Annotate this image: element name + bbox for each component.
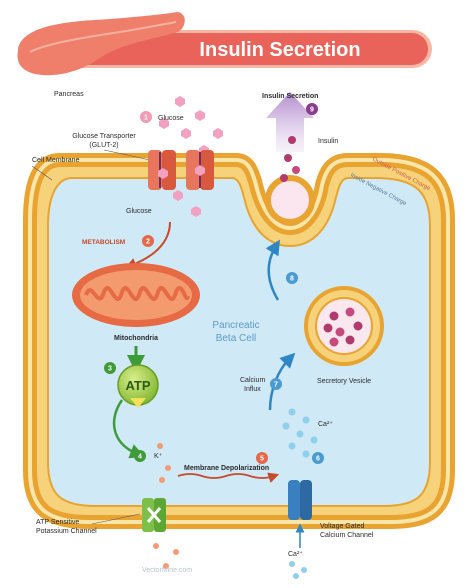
pancreatic-label-line2: Beta Cell xyxy=(216,333,257,344)
step-number-6: 6 xyxy=(316,456,320,463)
ca-bottom-label: Ca²⁺ xyxy=(288,551,303,558)
secretory-vesicle xyxy=(304,286,384,366)
mitochondria xyxy=(72,263,200,327)
glucose-label-top: Glucose xyxy=(158,115,184,122)
atp-to-channel-arrow xyxy=(112,399,145,459)
insulin-label: Insulin xyxy=(318,138,338,145)
step-number-7: 7 xyxy=(274,382,278,389)
voltage-gated-calcium-channel xyxy=(288,480,312,520)
atp-molecule: ATP xyxy=(117,364,159,408)
secretory-vesicle-label: Secretory Vesicle xyxy=(317,378,371,385)
calcium-influx-label-line1: Calcium xyxy=(240,377,265,384)
step-number-1: 1 xyxy=(144,115,148,122)
diagram-title: Insulin Secretion xyxy=(199,39,360,61)
insulin-secretion-arrow xyxy=(266,92,314,152)
atp-channel-label-line1: ATP Sensitive xyxy=(36,519,79,526)
glut2-transporter xyxy=(148,150,214,190)
atp-label: ATP xyxy=(125,378,150,393)
pancreas-label: Pancreas xyxy=(54,91,84,98)
watermark-text: VectorMine.com xyxy=(142,567,192,574)
step-number-4: 4 xyxy=(138,454,142,461)
pancreatic-label-line1: Pancreatic xyxy=(212,320,259,331)
metabolism-label: METABOLISM xyxy=(82,239,125,246)
glucose-inside-label: Glucose xyxy=(126,208,152,215)
step-number-9: 9 xyxy=(310,107,314,114)
step-number-3: 3 xyxy=(108,366,112,373)
membrane-depolarization-label: Membrane Depolarization xyxy=(184,465,269,472)
mitochondria-label: Mitochondria xyxy=(114,335,158,342)
k-plus-label: K⁺ xyxy=(154,453,163,460)
step-badge-8: 8 xyxy=(286,272,298,284)
atp-channel-label-line2: Potassium Channel xyxy=(36,528,97,535)
pancreas-illustration xyxy=(17,12,185,76)
depolarization-wave-arrow xyxy=(177,472,280,483)
step-badge-5: 5 xyxy=(256,452,268,464)
step-number-8: 8 xyxy=(290,276,294,283)
ca-top-label: Ca²⁺ xyxy=(318,421,333,428)
vg-calcium-label-line1: Voltage Gated xyxy=(320,523,364,530)
step-badge-7: 7 xyxy=(270,378,282,390)
step-badge-9: 9 xyxy=(306,103,318,115)
step-badge-4: 4 xyxy=(134,450,146,462)
glut2-label: (GLUT-2) xyxy=(89,142,118,149)
atp-sensitive-potassium-channel xyxy=(142,498,166,532)
insulin-granule xyxy=(288,136,296,144)
cell-membrane-label: Cell Membrane xyxy=(32,157,80,164)
calcium-ions-inside xyxy=(282,408,318,458)
glucose-transporter-label: Glucose Transporter xyxy=(72,133,136,140)
step-badge-3: 3 xyxy=(104,362,116,374)
step-badge-2: 2 xyxy=(142,235,154,247)
vg-calcium-label-line2: Calcium Channel xyxy=(320,532,374,539)
step-number-5: 5 xyxy=(260,456,264,463)
step-number-2: 2 xyxy=(146,239,150,246)
exocytosis-vesicle xyxy=(265,154,315,225)
potassium-ions xyxy=(153,443,179,569)
calcium-ions-outside xyxy=(289,561,307,579)
vesicle-transport-arrow xyxy=(265,239,280,301)
step-badge-6: 6 xyxy=(312,452,324,464)
step-badge-1: 1 xyxy=(140,111,152,123)
calcium-influx-label-line2: Influx xyxy=(244,386,261,393)
insulin-secretion-label: Insulin Secretion xyxy=(262,93,318,100)
